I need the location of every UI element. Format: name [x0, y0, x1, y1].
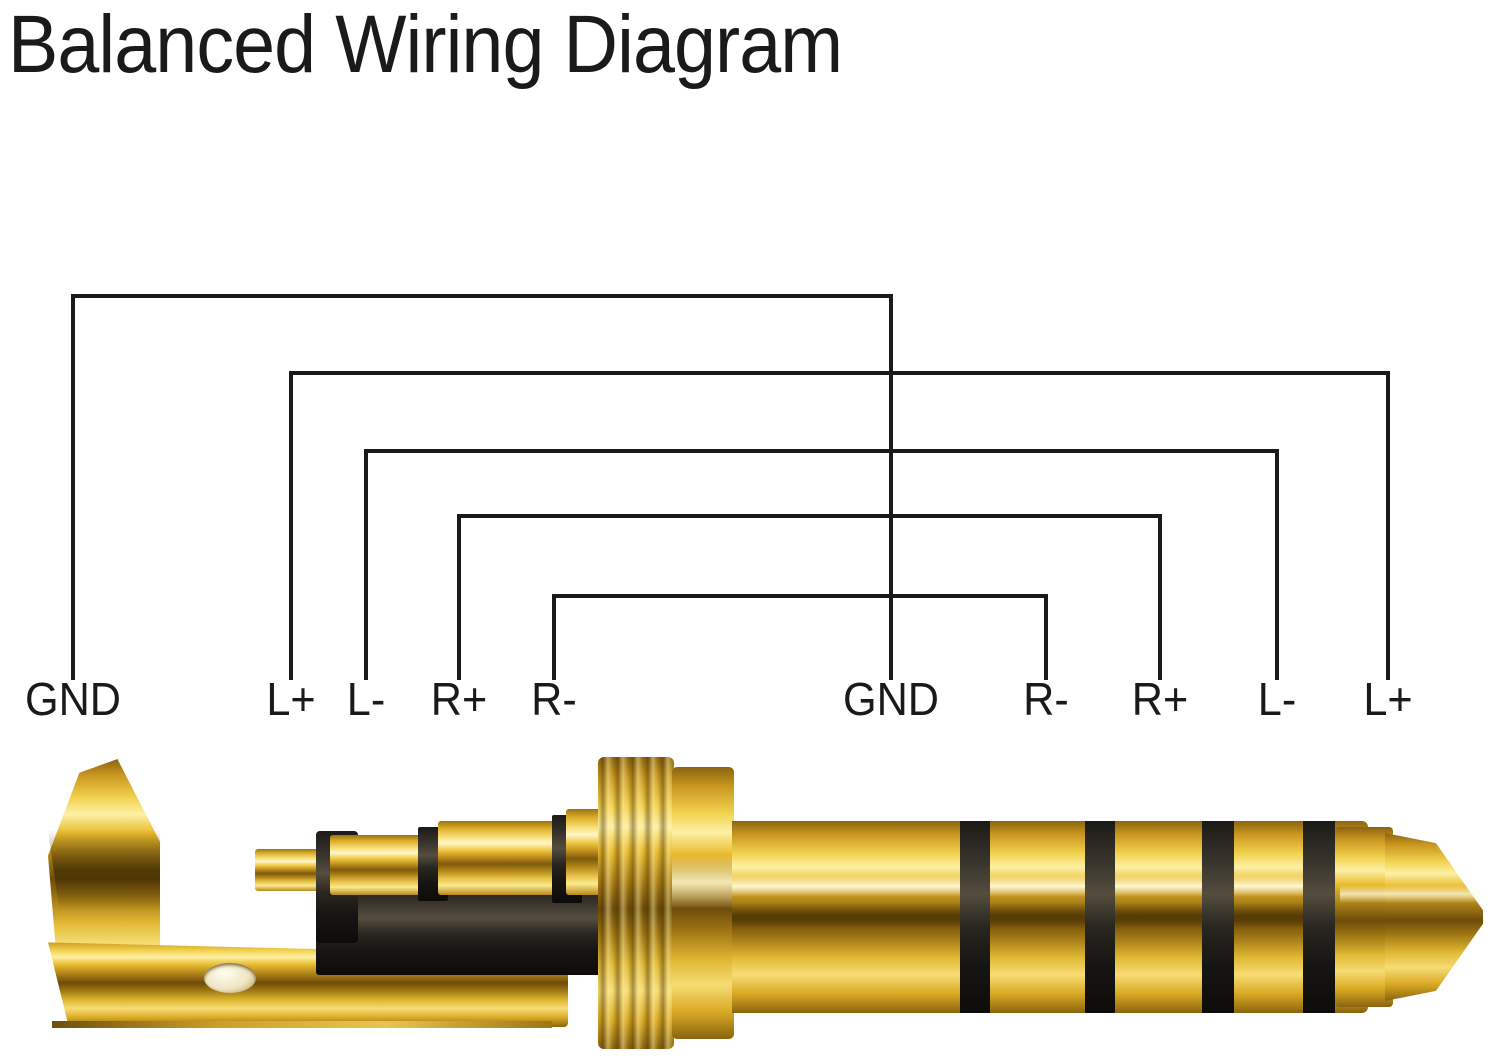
pin-label-left-rplus: R+ [430, 673, 488, 725]
flange-highlight [672, 855, 734, 909]
contact-band-1 [960, 821, 990, 1013]
threaded-collar [598, 757, 674, 1049]
wire-r-plus [457, 514, 1162, 680]
ground-lug-edge [52, 1021, 552, 1028]
wire-l-plus [289, 371, 1390, 680]
page-title: Balanced Wiring Diagram [8, 0, 843, 90]
pin-label-right-rminus: R- [1023, 673, 1069, 725]
contact-band-3 [1202, 821, 1234, 1013]
wire-l-minus [364, 449, 1279, 680]
solder-barrel-2 [438, 821, 566, 895]
conical-tip [1385, 833, 1483, 1001]
pin-label-right-lminus: L- [1257, 673, 1297, 725]
connector-photo [0, 735, 1500, 1062]
contact-band-4 [1303, 821, 1335, 1013]
barrel-highlight [732, 875, 1368, 897]
ground-lug-hole [204, 963, 256, 993]
pin-label-left-gnd: GND [24, 673, 122, 725]
ground-lug-shadow [48, 830, 160, 910]
barrel-shadow [732, 903, 1368, 929]
tip-highlight [1340, 885, 1480, 903]
wire-r-minus [552, 594, 1048, 680]
pin-label-right-rplus: R+ [1131, 673, 1189, 725]
pin-label-left-lplus: L+ [266, 673, 316, 725]
collar-threads [598, 757, 674, 1049]
tip-neck [1335, 827, 1393, 1007]
pin-label-right-gnd: GND [842, 673, 940, 725]
pin-label-left-rminus: R- [531, 673, 577, 725]
pin-label-right-lplus: L+ [1363, 673, 1413, 725]
contact-band-2 [1085, 821, 1115, 1013]
wire-gnd [71, 294, 893, 680]
pin-label-left-lminus: L- [346, 673, 386, 725]
